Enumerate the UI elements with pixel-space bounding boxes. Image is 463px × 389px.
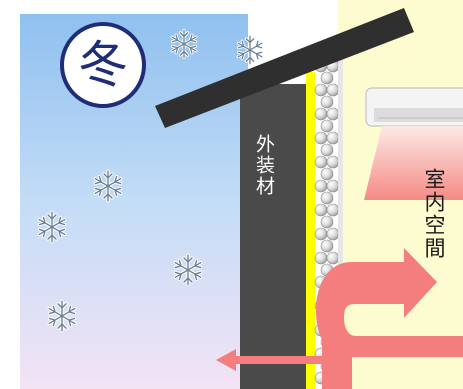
insulation-bead: [326, 203, 340, 217]
insulation-bead: [326, 131, 340, 145]
insulation-bead: [314, 107, 328, 121]
insulation-bead: [320, 215, 334, 229]
insulation-bead: [326, 251, 340, 265]
exterior-wall-label: 外装材: [253, 134, 275, 197]
insulation-bead: [320, 239, 334, 253]
insulation-bead: [314, 155, 328, 169]
insulation-bead: [314, 251, 328, 265]
insulation-bead: [326, 107, 340, 121]
insulation-bead: [314, 203, 328, 217]
insulation-bead: [320, 143, 334, 157]
insulation-bead: [320, 119, 334, 133]
insulation-bead: [320, 167, 334, 181]
insulation-bead: [326, 83, 340, 97]
indoor-space-label: 室内空間: [422, 168, 446, 260]
season-label: 冬: [78, 36, 128, 94]
inner-board: [338, 60, 343, 389]
indoor-airflow-arrow: [316, 248, 463, 357]
insulation-bead: [314, 83, 328, 97]
insulation-bead: [320, 71, 334, 85]
insulation-bead: [326, 155, 340, 169]
insulation-bead: [314, 131, 328, 145]
exterior-wall: [240, 84, 306, 389]
insulation-bead: [314, 227, 328, 241]
airflow-base: [322, 340, 352, 389]
insulation-bead: [326, 179, 340, 193]
insulation-bead: [314, 179, 328, 193]
yellow-membrane: [306, 72, 315, 389]
roof-beam: [155, 8, 414, 128]
warm-air-beam: [364, 126, 463, 200]
season-badge: [60, 22, 146, 108]
air-conditioner-icon: [365, 87, 463, 127]
insulation-bead: [326, 227, 340, 241]
insulation-bead: [320, 95, 334, 109]
insulation-bead: [320, 191, 334, 205]
heat-loss-arrow: [216, 349, 330, 371]
